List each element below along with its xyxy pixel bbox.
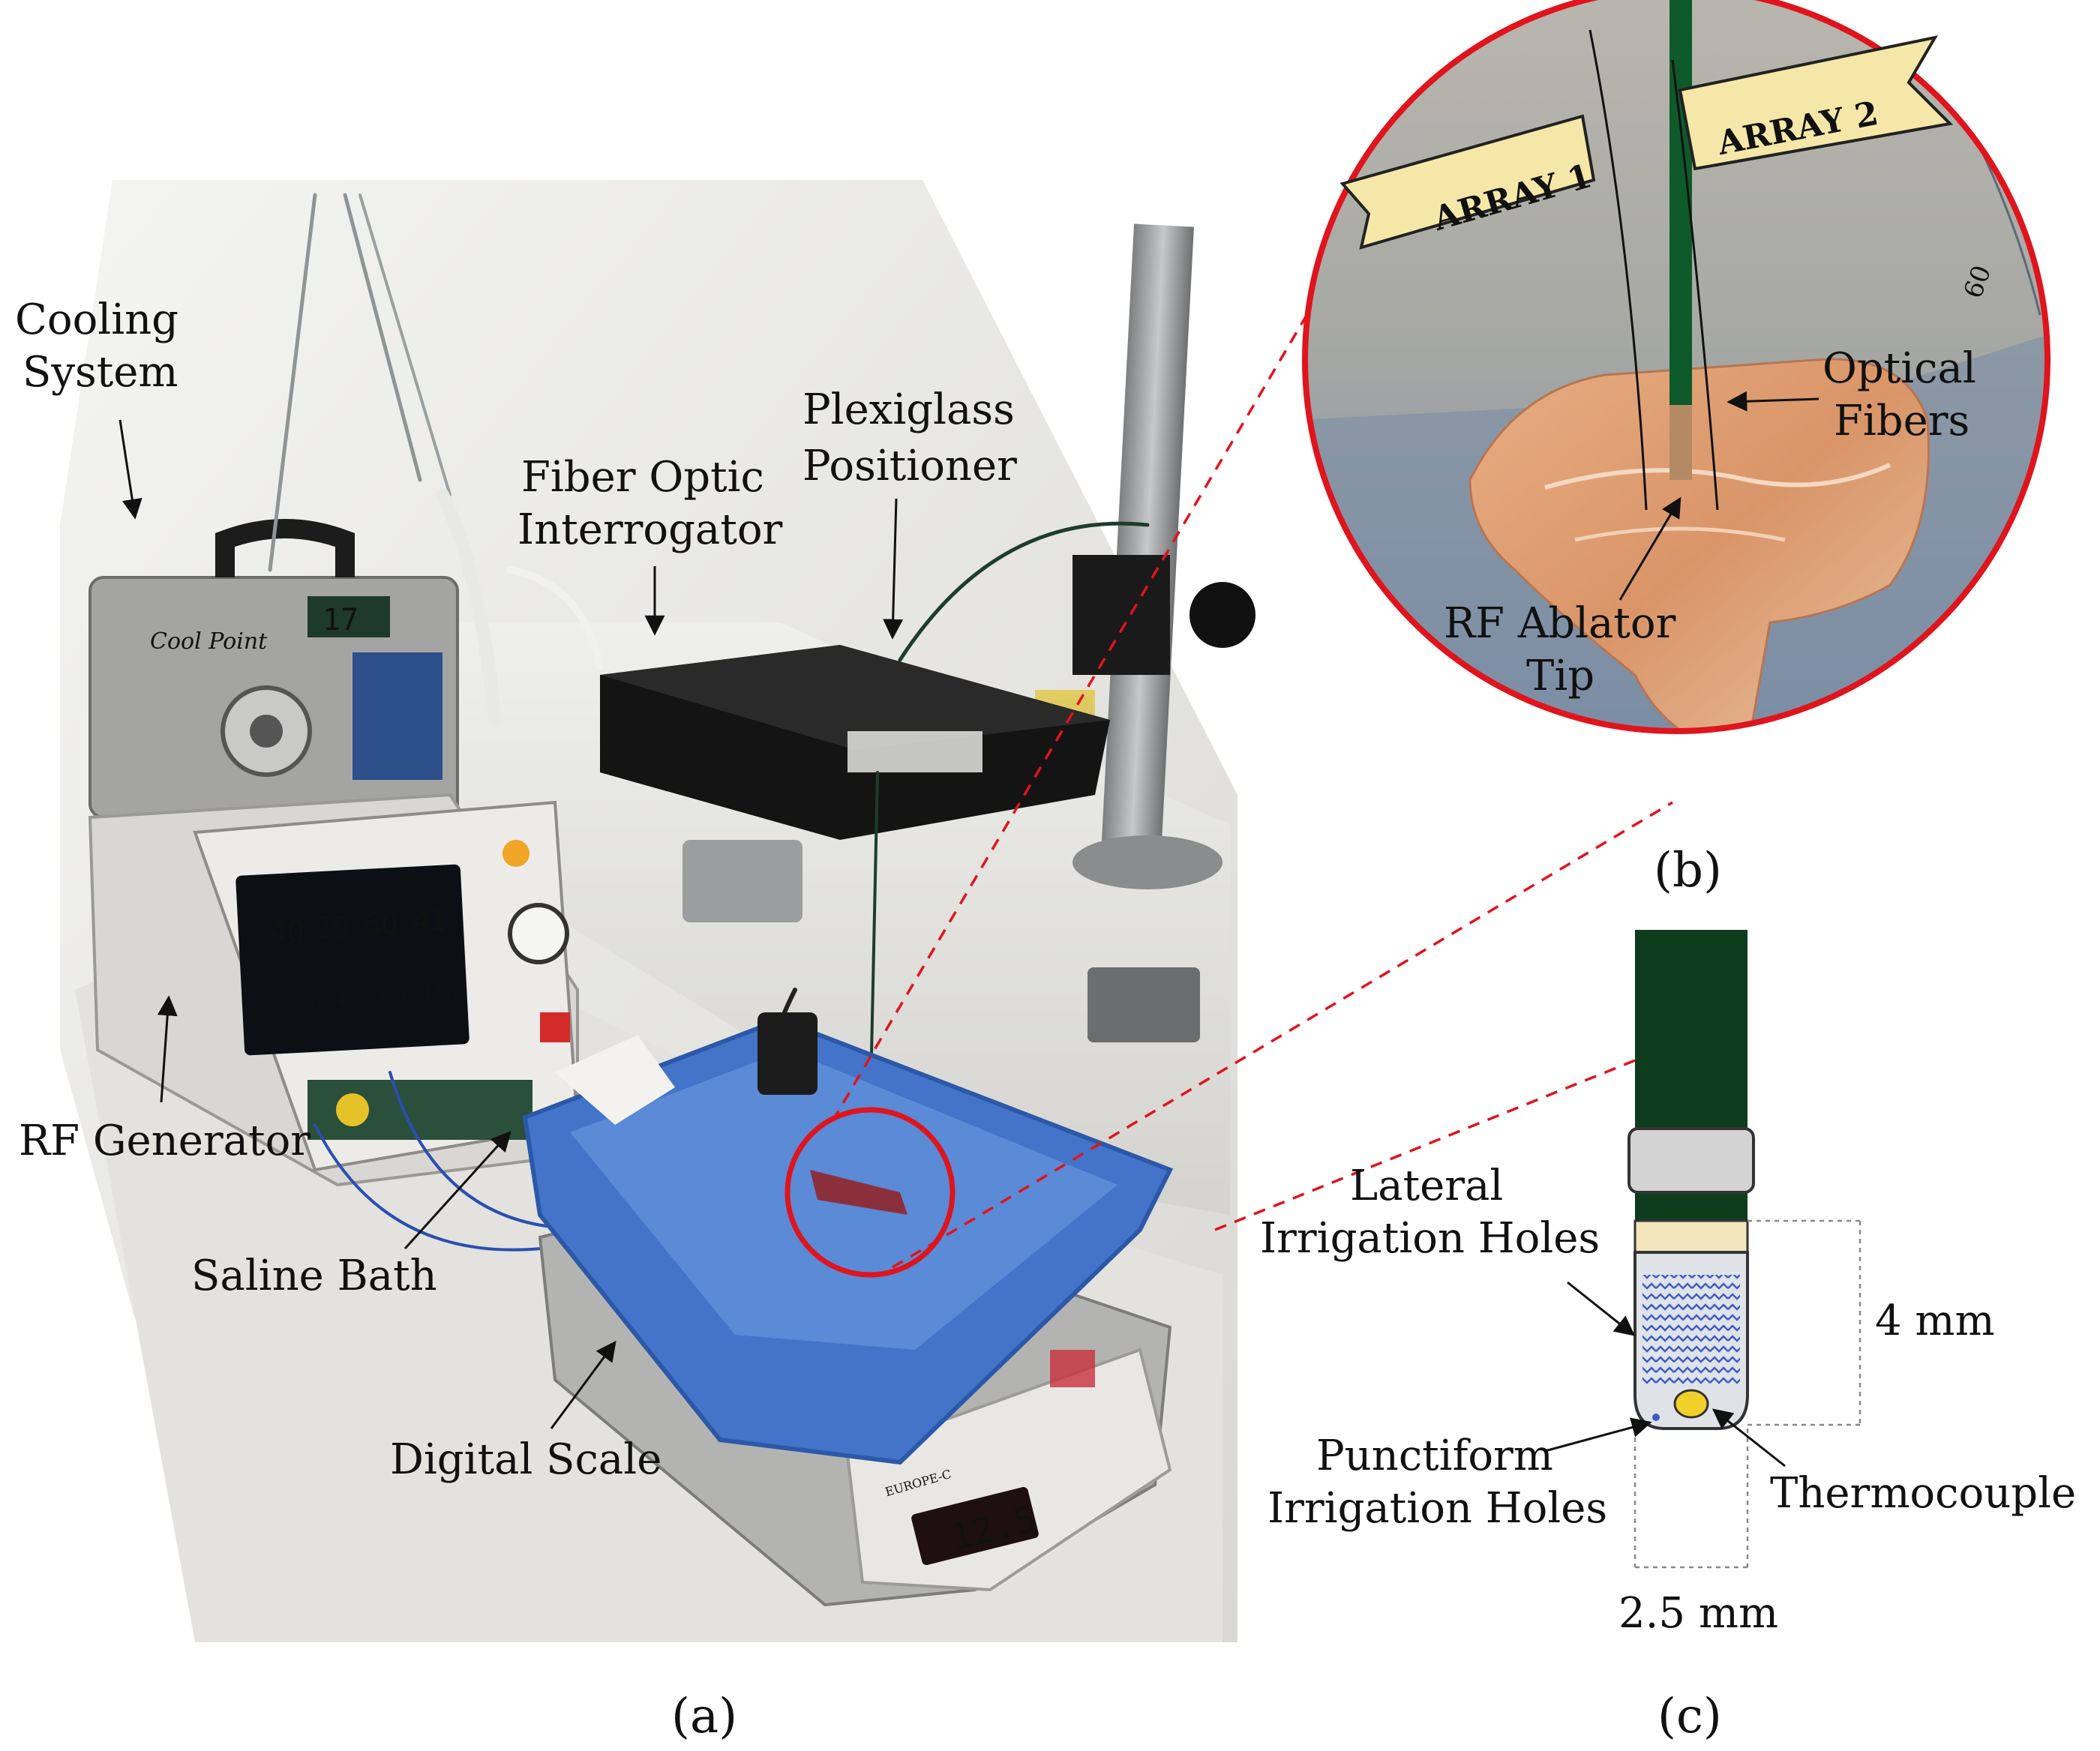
label-plexiglass-2: Positioner [802,442,1017,490]
monitor-small-1: 40. [296,994,323,1012]
monitor-value-2: 29 [315,911,350,944]
arrow-lateral [1567,1281,1636,1336]
cooling-pump: 17 Cool Point [88,519,459,819]
label-plexiglass-1: Plexiglass [802,385,1015,434]
label-lateral-1: Lateral [1350,1162,1503,1210]
optical-fiber-2 [1671,59,1719,511]
catheter-ring [1628,1127,1755,1194]
monitor-small-3: 150. [379,987,415,1005]
wall-socket [682,840,802,922]
monitor-small-2: 43. [338,991,364,1009]
panel-label-a: (a) [671,1689,737,1744]
dimension-guides [1634,1219,1862,1569]
dimension-length: 4 mm [1875,1297,1995,1345]
label-cooling-system-1: Cooling [15,295,178,344]
monitor-value-3: 60 [364,907,398,940]
schematic-panel-c: 4 mm 2.5 mm Lateral Irrigation Holes Pun… [1260,930,2076,1638]
optical-fiber-1 [1588,29,1648,511]
arrow-thermocouple [1712,1408,1786,1468]
label-cooling-system-2: System [22,348,178,397]
arrow-rf-tip [1618,496,1682,601]
panel-label-c: (c) [1658,1689,1722,1744]
catheter-body [1635,930,1748,1245]
monitor-value-4: 41 [412,904,447,937]
label-saline-bath: Saline Bath [191,1252,437,1300]
label-rf-generator: RF Generator [19,1117,310,1165]
label-optical-fibers-2: Fibers [1834,397,1970,445]
arrow-rf-generator [157,995,178,1103]
label-punctiform-2: Irrigation Holes [1268,1484,1607,1533]
punctiform-hole [1652,1414,1660,1421]
zoom-connectors [831,228,1673,1269]
label-fiber-optic-1: Fiber Optic [521,453,764,502]
label-punctiform-1: Punctiform [1316,1432,1553,1480]
rf-monitor [236,864,470,1056]
label-rf-tip-1: RF Ablator [1444,599,1676,648]
wall-socket-2 [1088,967,1200,1042]
saline-bath [522,1012,1174,1465]
photo-zoom-circle [784,1107,956,1278]
label-optical-fibers-1: Optical [1822,344,1976,393]
label-lateral-2: Irrigation Holes [1260,1214,1600,1263]
arrow-saline-bath [404,1130,512,1250]
zoom-panel-b: 60 ARRAY 1 ARRAY 2 Optical Fibers RF Abl… [1302,0,2050,734]
arrow-cooling-system [118,419,142,520]
dimension-width: 2.5 mm [1618,1589,1778,1638]
arrow-digital-scale [550,1340,616,1429]
arrow-plexiglass [883,498,904,640]
label-thermocouple: Thermocouple [1770,1469,2076,1518]
thermocouple-dot [1673,1389,1709,1419]
monitor-small-4: 120. [424,983,460,1001]
label-rf-tip-2: Tip [1526,652,1594,700]
zoom-circle-outline [1302,0,2050,734]
arrow-punctiform [1544,1417,1652,1453]
fiber-optic-interrogator [600,645,1110,840]
rf-generator: 40 29 60 41 40. 43. 150. 120. [88,793,580,1187]
photo-panel-a: 17 Cool Point 40 29 60 41 40. 43. 150. 1… [60,180,1256,1642]
label-fiber-optic-2: Interrogator [518,505,783,554]
cooling-display: 17 [322,603,358,637]
cooling-brand: Cool Point [150,628,268,655]
catheter-band [1634,1219,1749,1254]
monitor-value-1: 40 [270,915,304,948]
lateral-irrigation-pattern [1642,1275,1740,1387]
tissue-sample [1468,358,1930,731]
panel-label-b: (b) [1654,843,1722,898]
arrow-optical-fibers [1726,391,1820,412]
label-digital-scale: Digital Scale [390,1435,662,1484]
photo-labels: Cooling System Fiber Optic Interrogator … [15,295,1017,1484]
